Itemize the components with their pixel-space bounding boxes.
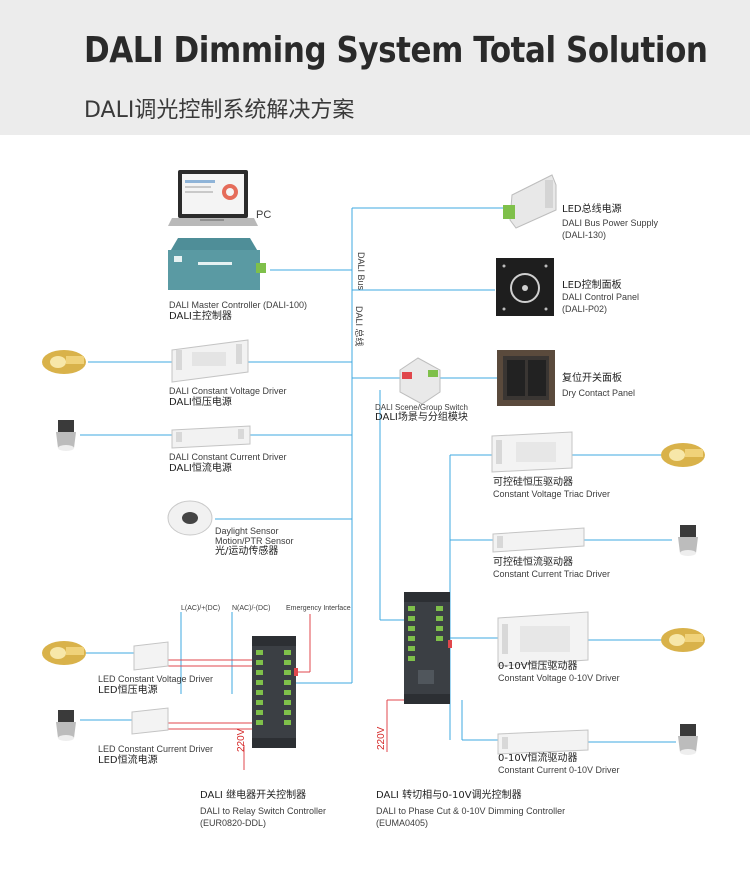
led-cc-driver-icon [131, 707, 169, 735]
control-panel-label-en: DALI Control Panel [562, 292, 640, 302]
triac-cv-label-en: Constant Voltage Triac Driver [493, 489, 611, 499]
dry-contact-label-en: Dry Contact Panel [562, 388, 636, 398]
downlight-icon [56, 420, 76, 451]
bus-power-label-zh: LED总线电源 [562, 204, 622, 215]
triac-cc-label-en: Constant Current Triac Driver [493, 569, 611, 579]
scene-switch-icon [399, 357, 441, 405]
control-panel-label-zh: LED控制面板 [562, 280, 622, 291]
scene-switch-label-zh: DALI场景与分组模块 [375, 412, 468, 423]
pc-laptop-icon [168, 170, 258, 226]
cv-driver-label-zh: DALI恒压电源 [169, 397, 232, 408]
pc-label: PC [256, 209, 272, 221]
downlight-icon [678, 724, 698, 755]
led-strip-icon [661, 628, 705, 652]
v10-cv-driver-icon [497, 611, 589, 667]
power-wires [166, 614, 404, 770]
emergency-label: Emergency Interface [286, 605, 351, 612]
v10-cv-label-zh: 0-10V恒压驱动器 [498, 661, 578, 672]
bus-power-label-en: DALI Bus Power Supply [562, 218, 659, 228]
page-subtitle: DALI调光控制系统解决方案 [84, 98, 355, 123]
led-strip-icon [42, 350, 86, 374]
relay-l-label: L(AC)/+(DC) [181, 605, 221, 612]
relay-controller-icon [252, 636, 298, 748]
led-strip-icon [661, 443, 705, 467]
led-cc-label-zh: LED恒流电源 [98, 755, 158, 766]
downlight-icon [678, 525, 698, 556]
cv-driver-label-en: DALI Constant Voltage Driver [169, 386, 287, 396]
master-label-zh: DALI主控制器 [169, 311, 232, 322]
phase-ctrl-label-zh: DALI 转切相与0-10V调光控制器 [376, 790, 522, 801]
bus-label-en: DALI Bus [356, 252, 366, 291]
scene-switch-label-en: DALI Scene/Group Switch [375, 403, 468, 412]
bus-label-zh: DALI 总线 [354, 306, 364, 347]
dali-cc-driver-icon [171, 425, 251, 449]
relay-220v-label: 220V [236, 728, 247, 752]
phase-ctrl-model: (EUMA0405) [376, 818, 429, 828]
dali-cv-driver-icon [171, 339, 249, 383]
bus-power-model: (DALI-130) [562, 230, 607, 240]
led-strip-icon [42, 641, 86, 665]
relay-ctrl-model: (EUR0820-DDL) [200, 818, 267, 828]
cc-driver-label-en: DALI Constant Current Driver [169, 452, 287, 462]
led-cv-label-zh: LED恒压电源 [98, 685, 158, 696]
triac-cc-driver-icon [492, 527, 585, 553]
triac-cc-label-zh: 可控硅恒流驱动器 [493, 557, 573, 568]
led-cc-label-en: LED Constant Current Driver [98, 744, 214, 754]
page-title: DALI Dimming System Total Solution [84, 30, 708, 71]
phase-controller-icon [404, 592, 452, 704]
daylight-sensor-icon [167, 500, 213, 536]
v10-cc-label-en: Constant Current 0-10V Driver [498, 765, 620, 775]
relay-ctrl-label-zh: DALI 继电器开关控制器 [200, 790, 307, 801]
triac-cv-driver-icon [491, 431, 573, 473]
bus-power-supply-icon [503, 174, 557, 229]
control-panel-icon [496, 258, 554, 316]
cc-driver-label-zh: DALI恒流电源 [169, 463, 232, 474]
relay-n-label: N(AC)/-(DC) [232, 605, 271, 612]
dali-master-icon [168, 238, 266, 290]
control-panel-model: (DALI-P02) [562, 304, 608, 314]
phase-ctrl-label-en: DALI to Phase Cut & 0-10V Dimming Contro… [376, 806, 566, 816]
dry-contact-panel-icon [497, 350, 555, 406]
header-band: DALI Dimming System Total Solution DALI调… [0, 0, 750, 135]
dry-contact-label-zh: 复位开关面板 [562, 373, 622, 384]
v10-cc-driver-icon [497, 729, 589, 755]
led-cv-label-en: LED Constant Voltage Driver [98, 674, 214, 684]
sensor-label-en2: Motion/PTR Sensor [215, 536, 294, 546]
phase-220v-label: 220V [376, 726, 387, 750]
triac-cv-label-zh: 可控硅恒压驱动器 [493, 477, 573, 488]
downlight-icon [56, 710, 76, 741]
led-cv-driver-icon [133, 641, 169, 671]
v10-cv-label-en: Constant Voltage 0-10V Driver [498, 673, 620, 683]
v10-cc-label-zh: 0-10V恒流驱动器 [498, 753, 578, 764]
sensor-label-en1: Daylight Sensor [215, 526, 279, 536]
sensor-label-zh: 光/运动传感器 [215, 546, 279, 557]
master-label-en: DALI Master Controller (DALI-100) [169, 300, 308, 310]
relay-ctrl-label-en: DALI to Relay Switch Controller [200, 806, 327, 816]
